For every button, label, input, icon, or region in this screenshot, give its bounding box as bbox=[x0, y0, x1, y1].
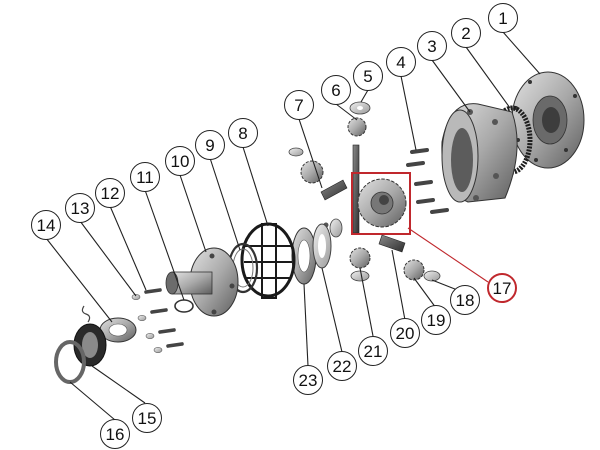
part-bearing-14 bbox=[81, 305, 137, 343]
callout-11: 11 bbox=[130, 162, 160, 192]
callout-16: 16 bbox=[100, 419, 130, 449]
part-end-cap-10 bbox=[165, 247, 239, 317]
callout-4: 4 bbox=[386, 47, 416, 77]
callout-3: 3 bbox=[417, 31, 447, 61]
part-bolts-12-13 bbox=[144, 288, 184, 348]
callout-15: 15 bbox=[132, 403, 162, 433]
callout-13: 13 bbox=[65, 193, 95, 223]
callout-5: 5 bbox=[353, 61, 383, 91]
part-lower-gear bbox=[323, 218, 406, 282]
part-rings-22-23 bbox=[291, 223, 332, 285]
callout-12: 12 bbox=[95, 178, 125, 208]
callout-18: 18 bbox=[450, 285, 480, 315]
leader-lines bbox=[45, 31, 541, 421]
callout-10: 10 bbox=[165, 146, 195, 176]
part-clutch-cage-8 bbox=[240, 222, 296, 299]
callout-14: 14 bbox=[31, 210, 61, 240]
callout-6: 6 bbox=[321, 75, 351, 105]
callout-1: 1 bbox=[488, 3, 518, 33]
callout-2: 2 bbox=[451, 18, 481, 48]
part-small-washers bbox=[131, 294, 163, 353]
part-bolts-4 bbox=[406, 148, 449, 214]
callout-8: 8 bbox=[228, 118, 258, 148]
part-differential-gears-17 bbox=[351, 172, 411, 235]
part-gear-19 bbox=[403, 259, 441, 282]
callout-23: 23 bbox=[293, 365, 323, 395]
part-housing bbox=[441, 103, 518, 203]
callout-21: 21 bbox=[358, 336, 388, 366]
callout-7: 7 bbox=[284, 90, 314, 120]
part-side-pinion bbox=[288, 147, 324, 184]
part-snap-ring-11 bbox=[174, 299, 194, 313]
callout-9: 9 bbox=[195, 130, 225, 160]
callout-20: 20 bbox=[390, 318, 420, 348]
part-seals-15-16 bbox=[54, 323, 107, 384]
part-washer-5 bbox=[349, 101, 371, 115]
part-flange bbox=[511, 71, 585, 169]
callout-17: 17 bbox=[487, 273, 517, 303]
callout-22: 22 bbox=[327, 351, 357, 381]
callout-19: 19 bbox=[421, 305, 451, 335]
part-cross-pin-7 bbox=[320, 179, 348, 201]
